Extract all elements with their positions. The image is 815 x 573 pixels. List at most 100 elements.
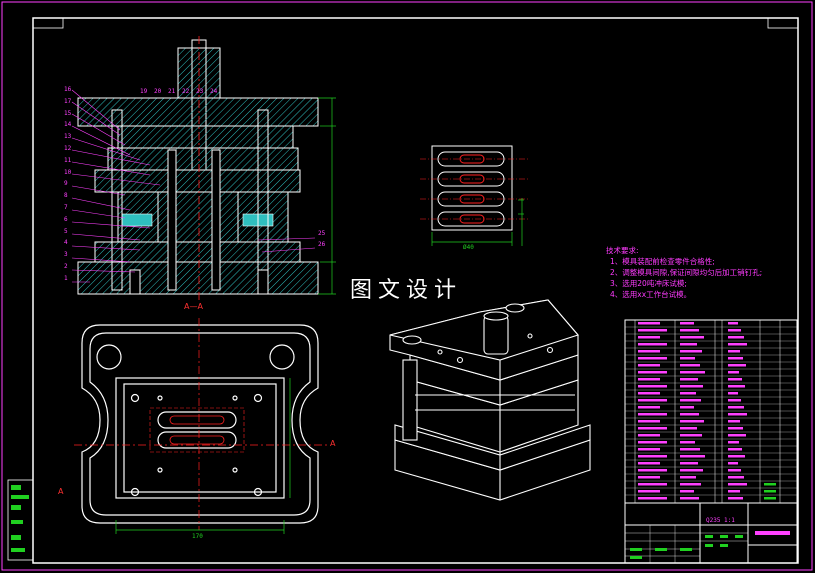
bom-cell-text xyxy=(638,329,667,332)
bom-cell-text xyxy=(638,455,667,458)
part-number-21: 21 xyxy=(168,88,176,95)
bom-cell-text xyxy=(728,462,738,465)
bom-cell-text xyxy=(680,462,698,465)
bom-cell-text xyxy=(638,385,667,388)
bom-cell-text xyxy=(728,476,744,479)
bom-cell-text xyxy=(728,455,745,458)
bom-cell-text xyxy=(728,434,746,437)
bom-cell-text xyxy=(638,490,660,493)
part-number-14: 14 xyxy=(64,121,72,129)
bom-cell-text xyxy=(638,427,667,430)
part-number-20: 20 xyxy=(154,88,162,95)
margin-stamp xyxy=(7,479,34,561)
strip-layout xyxy=(420,145,528,246)
bom-cell-text xyxy=(680,343,697,346)
part-number-8: 8 xyxy=(64,192,68,200)
technical-requirements: 技术要求: 1、模具装配前检查零件合格性; 2、调整模具间隙,保证间隙均匀后加工… xyxy=(606,245,762,300)
bom-cell-text xyxy=(680,434,702,437)
section-marker-right: A xyxy=(330,439,336,448)
bom-cell-text xyxy=(680,490,694,493)
part-number-25: 25 xyxy=(318,230,326,237)
bom-cell-text xyxy=(638,483,667,486)
bom-cell-text xyxy=(728,357,743,360)
bom-cell-text xyxy=(728,392,738,395)
part-number-1: 1 xyxy=(64,274,68,282)
bom-cell-text xyxy=(680,455,705,458)
bom-cell-text xyxy=(638,364,660,367)
bom-cell-text xyxy=(728,343,747,346)
bom-cell-text xyxy=(638,357,667,360)
bom-cell-text xyxy=(764,497,776,500)
bom-cell-text xyxy=(728,399,741,402)
isometric-view xyxy=(389,299,591,501)
bom-cell-text xyxy=(680,385,703,388)
bom-cell-text xyxy=(728,448,742,451)
bom-cell-text xyxy=(638,441,667,444)
bom-cell-text xyxy=(680,413,699,416)
bom-cell-text xyxy=(638,448,660,451)
bom-cell-text xyxy=(638,371,667,374)
part-number-17: 17 xyxy=(64,97,72,105)
bom-cell-text xyxy=(680,392,696,395)
part-number-22: 22 xyxy=(182,88,190,95)
bom-cell-text xyxy=(728,413,747,416)
bom-cell-text xyxy=(638,462,660,465)
bom-cell-text xyxy=(638,469,667,472)
part-number-16: 16 xyxy=(64,86,72,93)
part-number-3: 3 xyxy=(64,251,68,259)
part-number-11: 11 xyxy=(64,156,72,164)
part-number-5: 5 xyxy=(64,227,68,235)
part-number-19: 19 xyxy=(140,88,148,95)
bom-cell-text xyxy=(680,476,696,479)
bom-cell-text xyxy=(680,497,699,500)
bom-cell-text xyxy=(728,406,744,409)
bom-cell-text xyxy=(680,448,700,451)
bom-cell-text xyxy=(728,483,747,486)
bom-cell-text xyxy=(764,490,776,493)
title-block-code: Q235 1:1 xyxy=(706,517,735,524)
bom-cell-text xyxy=(728,420,740,423)
bom-cell-text xyxy=(680,406,694,409)
tech-requirement-4: 4、选用xx工作台试模。 xyxy=(610,290,692,299)
bom-cell-text xyxy=(764,483,776,486)
section-view xyxy=(71,36,336,300)
bom-cell-text xyxy=(728,322,738,325)
bom-cell-text xyxy=(680,350,702,353)
bom-cell-text xyxy=(728,364,746,367)
bom-cell-text xyxy=(680,469,703,472)
section-view-label: A—A xyxy=(184,302,203,311)
bom-cell-text xyxy=(728,427,743,430)
bom-cell-text xyxy=(728,350,740,353)
tech-requirement-3: 3、选用20吨冲床试模; xyxy=(610,279,687,288)
bom-cell-text xyxy=(728,469,741,472)
bom-cell-text xyxy=(728,385,745,388)
bom-cell-text xyxy=(680,371,705,374)
bom-table xyxy=(624,319,798,504)
inner-border xyxy=(32,17,799,564)
part-number-26: 26 xyxy=(318,241,326,248)
bom-cell-text xyxy=(680,420,704,423)
bom-cell-text xyxy=(638,350,660,353)
bom-cell-text xyxy=(728,497,743,500)
part-number-23: 23 xyxy=(196,88,204,95)
watermark-text: 图文设计 xyxy=(346,272,467,304)
bom-cell-text xyxy=(638,497,667,500)
bom-cell-text xyxy=(728,378,742,381)
bom-cell-text xyxy=(638,399,667,402)
bom-cell-text xyxy=(638,378,660,381)
part-number-15: 15 xyxy=(64,109,72,117)
bom-cell-text xyxy=(638,322,660,325)
bom-cell-text xyxy=(728,336,744,339)
bom-cell-text xyxy=(638,420,660,423)
part-number-2: 2 xyxy=(64,263,68,270)
bom-cell-text xyxy=(680,441,695,444)
plan-view xyxy=(74,318,328,534)
bom-cell-text xyxy=(680,483,701,486)
bom-cell-text xyxy=(638,476,660,479)
tech-requirements-title: 技术要求: xyxy=(606,246,639,255)
part-number-7: 7 xyxy=(64,204,68,211)
section-marker-left: A xyxy=(58,487,64,496)
part-number-10: 10 xyxy=(64,168,72,176)
